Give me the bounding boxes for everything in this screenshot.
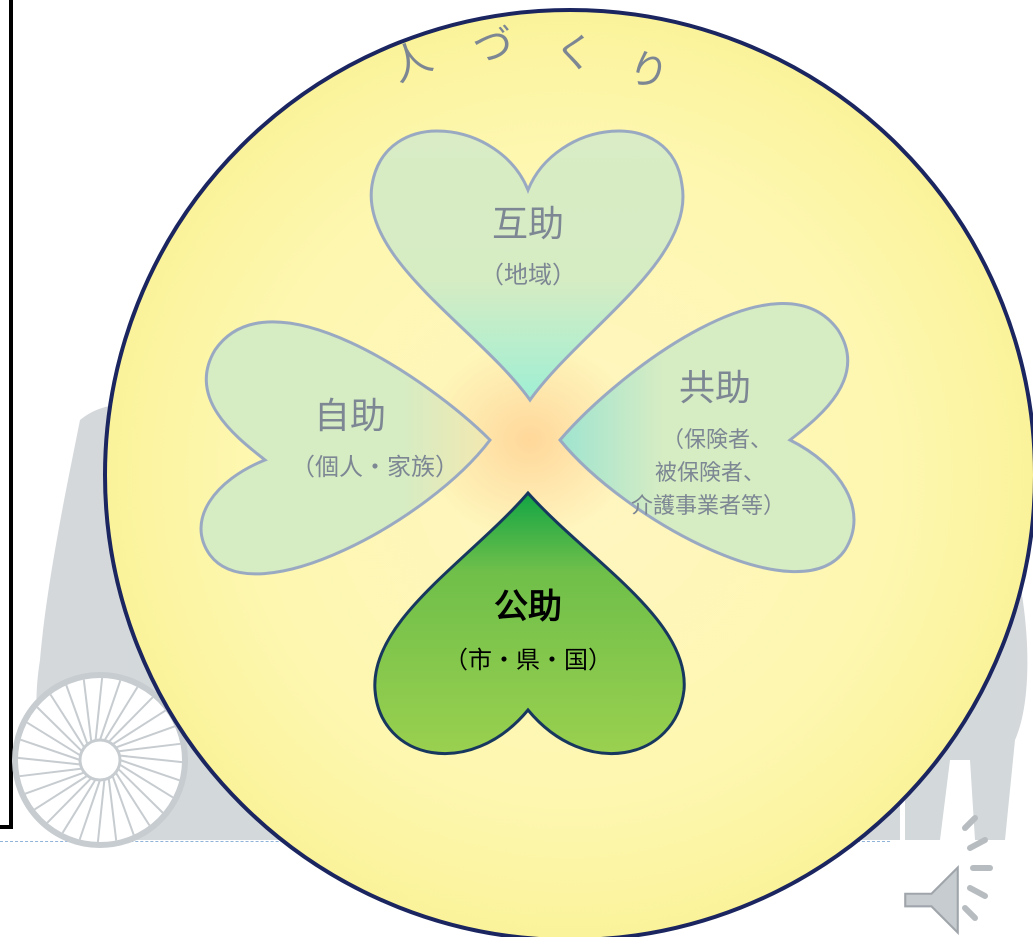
leaf-right-sub-2: 被保険者、 [655,461,765,486]
wheel-spoke [49,694,86,749]
wheel-spoke [36,706,83,753]
wheel-spoke [117,767,164,814]
wheel-spoke [82,679,93,743]
wheel-spoke [24,771,85,795]
leaf-left-title: 自助 [314,396,386,437]
wheel-spoke [99,680,122,741]
wheel-spoke [117,742,181,753]
wheel-spoke [114,771,151,826]
leaf-bottom-title: 公助 [494,587,562,627]
wheel-spoke [78,779,101,840]
wheel-spoke [119,754,183,764]
wheelchair-wheel [12,672,188,848]
leaf-left [199,320,492,576]
wheel-spoke [115,725,176,749]
leaf-bottom-sub: （市・県・国） [444,646,612,674]
wheel-spoke [17,756,81,766]
ring-char-2: づ [470,21,516,72]
leaf-top [369,129,685,403]
wheel-spoke [19,767,83,778]
wheel-spoke [107,696,154,743]
leaf-right [558,302,856,573]
left-frame-border [0,0,13,829]
leaf-left-sub: （個人・家族） [291,453,459,481]
wheel-spoke [65,684,89,745]
wheel-spoke [46,777,93,824]
wheel-spoke [111,709,166,746]
wheel-spoke [119,759,180,782]
leaf-right-sub-3: 介護事業者等） [631,494,785,519]
leaf-bottom [373,490,686,756]
wheel-spoke [96,779,106,843]
leaf-right-title: 共助 [679,368,751,409]
wheel-spoke [111,775,135,836]
wheel-spoke [61,778,97,834]
wheel-spoke [20,738,81,761]
ring-char-3: く [552,28,597,78]
center-glow [420,340,640,540]
wheel-spoke [94,677,104,741]
wheel-spoke [26,721,82,757]
speaker-icon[interactable] [904,815,993,936]
wheel-spoke [107,777,118,841]
leaf-top-title: 互助 [492,204,564,245]
wheel-spoke [118,763,174,799]
wheel-spoke [103,686,139,742]
wheel-spoke [34,774,89,811]
leaf-right-sub-1: （保険者、 [662,428,772,453]
leaf-top-sub: （地域） [480,261,576,289]
